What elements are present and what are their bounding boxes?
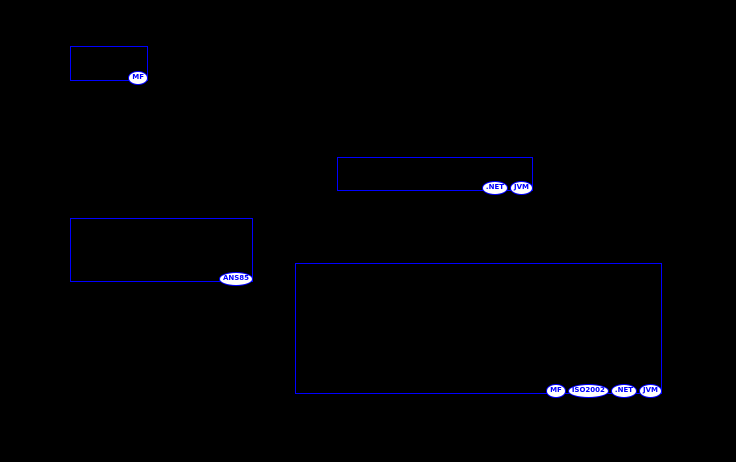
dialect-badge-row: ANS85 <box>218 272 253 286</box>
dialect-box-3: ANS85 <box>70 218 253 286</box>
dialect-badge-dotnet: .NET <box>481 181 508 195</box>
dialect-badge-iso2002: ISO2002 <box>567 384 609 398</box>
dialect-badge-mf: MF <box>546 384 566 398</box>
dialect-badge-mf: MF <box>128 71 148 85</box>
dialect-badge-row: MF ISO2002 .NET JVM <box>546 384 662 398</box>
dialect-box-2: .NET JVM <box>337 157 533 195</box>
dialect-badge-row: MF <box>128 71 148 85</box>
dialect-badge-jvm: JVM <box>510 181 533 195</box>
dialect-box-1: MF <box>70 46 148 85</box>
dialect-badge-jvm: JVM <box>639 384 662 398</box>
dialect-box-4: MF ISO2002 .NET JVM <box>295 263 662 398</box>
dialect-badge-ans85: ANS85 <box>218 272 253 286</box>
dialect-badge-row: .NET JVM <box>481 181 533 195</box>
dialect-badge-dotnet: .NET <box>610 384 637 398</box>
